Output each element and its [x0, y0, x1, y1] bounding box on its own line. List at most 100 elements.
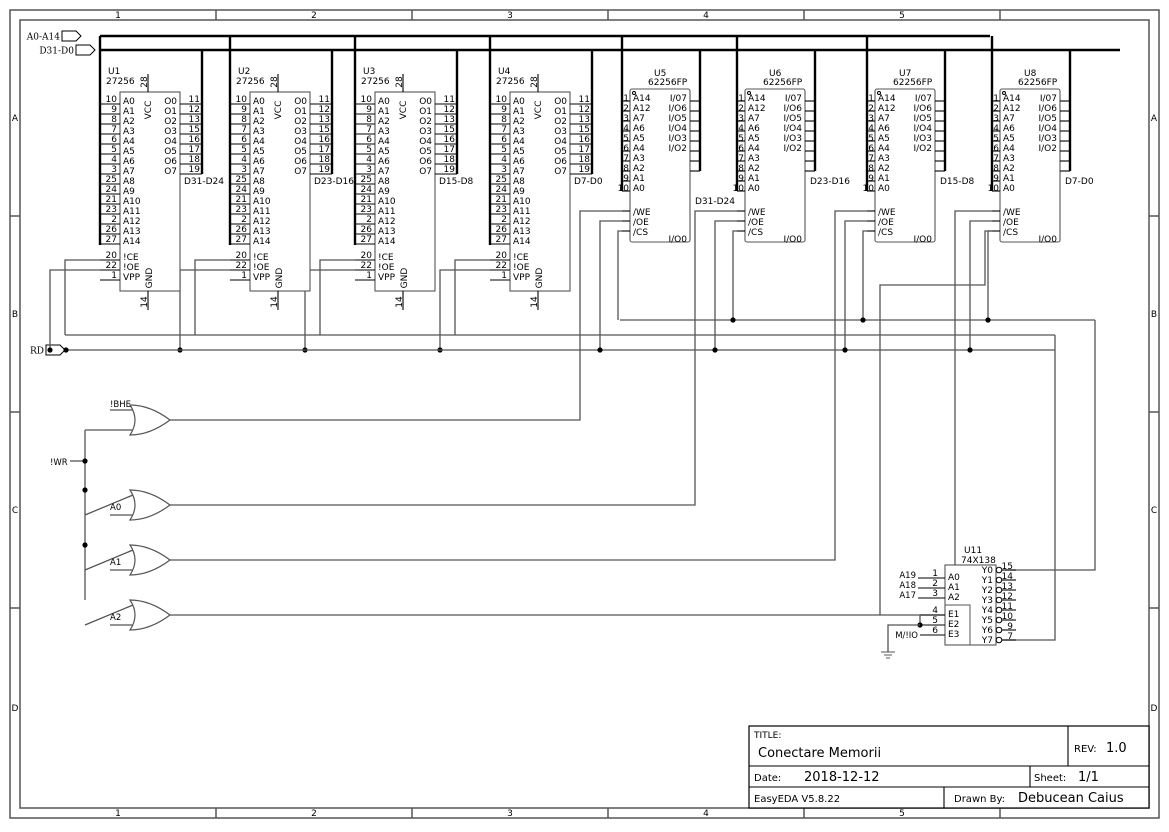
pin-number: 4	[111, 155, 117, 165]
pin-number: 23	[236, 205, 247, 215]
pin-name: A13	[253, 227, 271, 237]
net-label: A17	[899, 591, 916, 601]
chip-ref: U6	[769, 69, 782, 79]
pin-number: 8	[738, 164, 744, 174]
bus-label: D7-D0	[1065, 177, 1094, 187]
pin-name: A3	[253, 127, 265, 137]
pin-name: Y0	[981, 566, 993, 576]
pin-number: 10	[361, 95, 373, 105]
pin-name: A11	[378, 207, 396, 217]
chip-ref: U8	[1024, 69, 1037, 79]
chip-body[interactable]	[744, 88, 806, 243]
pin-number: 7	[623, 154, 629, 164]
pin-name: A0	[378, 97, 390, 107]
port-flag-icon	[45, 344, 66, 356]
pin-number: 4	[623, 124, 629, 134]
wires	[47, 36, 1096, 641]
pin-name: I/O3	[669, 134, 688, 144]
chip-body[interactable]	[119, 91, 181, 292]
pin-name: VCC	[399, 101, 409, 120]
pin-number: 1	[868, 94, 874, 104]
pin-name: I/O4	[784, 124, 803, 134]
sram-oe-wire	[714, 220, 737, 350]
sram-oe-wire	[969, 220, 992, 350]
pin-name: I/O5	[669, 114, 688, 124]
pin-name: !CE	[513, 253, 529, 263]
pin-name: !CE	[378, 253, 394, 263]
junction-dot	[842, 347, 848, 353]
pin1-marker-icon	[632, 91, 636, 95]
pin-number: 5	[501, 145, 507, 155]
pin-number: 4	[366, 155, 372, 165]
pin-name: A10	[123, 197, 141, 207]
pin-name: A12	[123, 217, 141, 227]
pin-name: A6	[123, 157, 135, 167]
title-block-frame	[748, 725, 1150, 809]
pin-name: A13	[513, 227, 531, 237]
chip-body[interactable]	[509, 91, 571, 292]
chip-body[interactable]	[249, 91, 311, 292]
inverted-output-bubble	[995, 596, 1003, 604]
pin-name: O3	[419, 127, 432, 137]
pin-number: 11	[1002, 602, 1013, 612]
pin-name: E2	[948, 620, 959, 630]
pin-name: E3	[948, 630, 959, 640]
pin-number: 11	[189, 95, 200, 105]
inverted-output-bubble	[995, 636, 1003, 644]
pin-name: A5	[748, 134, 760, 144]
pin-number: 23	[361, 205, 372, 215]
pin-number: 28	[270, 76, 280, 88]
pin-name: A7	[253, 167, 265, 177]
pin-name: A8	[123, 177, 135, 187]
pin-name: O3	[294, 127, 307, 137]
pin-name: O5	[554, 147, 567, 157]
pin-name: I/O5	[784, 114, 803, 124]
port-flag-icon	[61, 30, 82, 42]
pin-name: A6	[878, 124, 890, 134]
chip-body[interactable]	[874, 88, 936, 243]
or-gate-2: A0	[84, 489, 172, 521]
chip-body[interactable]	[629, 88, 691, 243]
net-label-wr: !WR	[50, 458, 68, 468]
bus-label: D15-D8	[940, 177, 975, 187]
pin-number: 6	[501, 135, 507, 145]
pin-name: Y7	[981, 636, 993, 646]
pin-number: 17	[189, 145, 200, 155]
pin-name: /WE	[633, 208, 651, 218]
inverted-output-bubble	[995, 566, 1003, 574]
eprom-ce-wire	[64, 259, 100, 335]
pin-number: 2	[738, 104, 744, 114]
pin-number: 16	[444, 135, 456, 145]
pin-name: I/07	[670, 94, 687, 104]
chip-body[interactable]	[999, 88, 1061, 243]
row-label: C	[1151, 506, 1157, 516]
pin-number: 1	[241, 271, 247, 281]
pin-name: I/O2	[1039, 144, 1058, 154]
chip-body[interactable]	[374, 91, 436, 292]
pin-name: /OE	[1003, 218, 1019, 228]
pin-number: 5	[993, 134, 999, 144]
pin-name: A4	[878, 144, 890, 154]
pin-number: 26	[106, 225, 118, 235]
sram-cs-wire	[987, 230, 992, 320]
pin-number: 24	[361, 185, 373, 195]
pin-number: 22	[361, 261, 372, 271]
pin-name: A2	[513, 117, 525, 127]
pin-number: 11	[444, 95, 455, 105]
eprom-ce-wire	[319, 259, 355, 335]
junction-dot	[985, 317, 991, 323]
gate-wr-input	[84, 549, 134, 571]
pin-name: !OE	[513, 263, 530, 273]
chip-ref: U1	[108, 67, 120, 77]
pin-name: O6	[419, 157, 432, 167]
junction-dot	[82, 542, 88, 548]
